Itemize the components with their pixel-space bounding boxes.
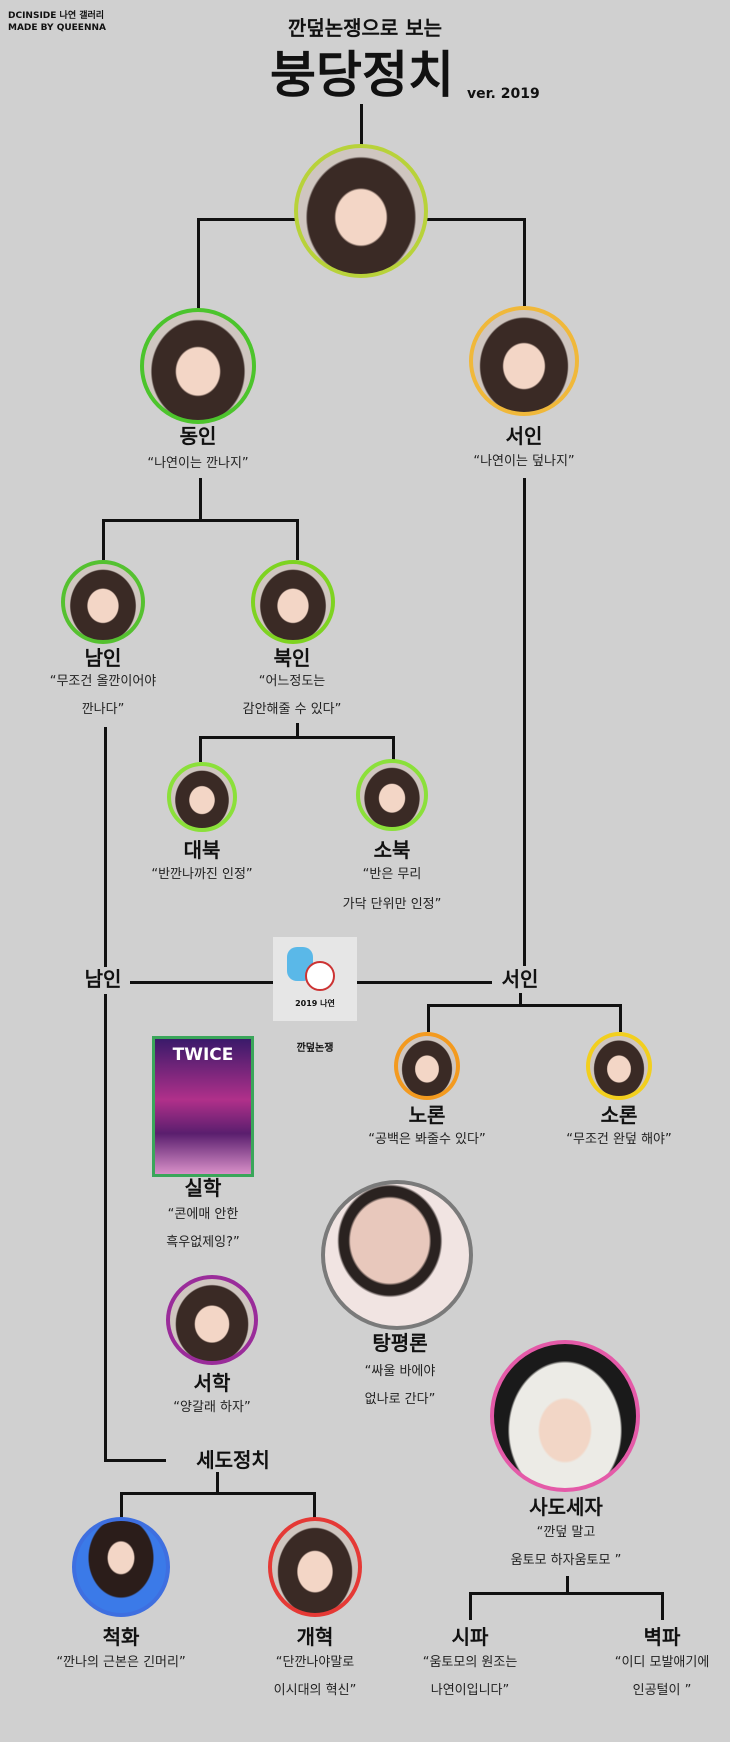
junction-sedo: 세도정치 xyxy=(196,1448,270,1472)
gaehyeok-photo xyxy=(268,1517,362,1617)
byeokpa-quote-1: “이디 모발애기에 xyxy=(614,1655,710,1670)
soron-name: 소론 xyxy=(600,1103,638,1127)
sipa-quote-2: 나연이입니다” xyxy=(430,1683,510,1698)
version-label: ver. 2019 xyxy=(467,86,540,102)
poster-title: TWICE xyxy=(172,1045,234,1065)
tangpyeong-name: 탕평론 xyxy=(372,1331,428,1355)
namin-name: 남인 xyxy=(84,646,122,670)
tangpyeong-quote-2: 없나로 간다” xyxy=(364,1392,436,1407)
twice-lights-poster: TWICE xyxy=(152,1036,254,1177)
daebuk-photo xyxy=(167,762,237,832)
album-caption: 깐덮논쟁 xyxy=(296,1043,334,1054)
dongin-name: 동인 xyxy=(179,424,217,448)
bukin-photo xyxy=(251,560,335,644)
bukin-quote-1: “어느정도는 xyxy=(258,674,326,689)
daebuk-quote: “반깐나까진 인정” xyxy=(151,867,253,882)
junction-seoin: 서인 xyxy=(501,967,539,991)
byeokpa-quote-2: 인공털이 ” xyxy=(632,1683,692,1698)
cheokhwa-name: 척화 xyxy=(102,1625,140,1649)
silhak-quote-2: 흑우없제잉?” xyxy=(166,1235,240,1250)
sado-quote-2: 움토모 하자움토모 ” xyxy=(510,1553,622,1568)
byeokpa-name: 벽파 xyxy=(643,1625,681,1649)
dongin-quote: “나연이는 깐나지” xyxy=(147,456,249,471)
gaehyeok-quote-2: 이시대의 혁신” xyxy=(273,1683,357,1698)
gaehyeok-name: 개혁 xyxy=(296,1625,334,1649)
cheokhwa-quote: “깐나의 근본은 긴머리” xyxy=(56,1655,186,1670)
dongin-photo xyxy=(140,308,256,424)
noron-photo xyxy=(394,1032,460,1100)
seohak-quote: “양갈래 하자” xyxy=(173,1400,251,1415)
seoin-quote: “나연이는 덮나지” xyxy=(473,454,575,469)
sado-quote-1: “깐덮 말고 xyxy=(536,1525,596,1540)
page-title: 붕당정치 xyxy=(270,46,454,104)
sobuk-name: 소북 xyxy=(373,838,411,862)
silhak-quote-1: “콘에매 안한 xyxy=(167,1207,239,1222)
daebuk-name: 대북 xyxy=(183,838,221,862)
tangpyeong-quote-1: “싸울 바에야 xyxy=(364,1364,436,1379)
junction-namin: 남인 xyxy=(84,967,122,991)
noron-name: 노론 xyxy=(408,1103,446,1127)
bukin-quote-2: 감안해줄 수 있다” xyxy=(242,702,342,717)
sobuk-quote-2: 가닥 단위만 인정” xyxy=(342,897,442,912)
album-year: 2019 나연 xyxy=(295,999,335,1008)
seohak-photo xyxy=(166,1275,258,1365)
noron-quote: “공백은 봐줄수 있다” xyxy=(368,1132,486,1147)
page-subtitle: 깐덮논쟁으로 보는 xyxy=(287,16,443,40)
seohak-name: 서학 xyxy=(193,1371,231,1395)
sado-photo xyxy=(490,1340,640,1492)
sipa-quote-1: “움토모의 원조는 xyxy=(422,1655,518,1670)
source-label: DCINSIDE 나연 갤러리 xyxy=(8,11,105,21)
album-cover: 2019 나연 xyxy=(273,937,357,1021)
top-photo xyxy=(294,144,428,278)
namin-photo xyxy=(61,560,145,644)
sado-name: 사도세자 xyxy=(529,1495,603,1519)
seoin-name: 서인 xyxy=(505,424,543,448)
soron-photo xyxy=(586,1032,652,1100)
silhak-name: 실학 xyxy=(184,1176,222,1200)
author-label: MADE BY QUEENNA xyxy=(8,23,106,33)
namin-quote-2: 깐나다” xyxy=(81,702,125,717)
gaehyeok-quote-1: “단깐나야말로 xyxy=(275,1655,355,1670)
tangpyeong-photo xyxy=(321,1180,473,1330)
sipa-name: 시파 xyxy=(451,1625,489,1649)
seoin-photo xyxy=(469,306,579,416)
soron-quote: “무조건 완덮 해야” xyxy=(566,1132,672,1147)
sobuk-photo xyxy=(356,759,428,831)
clock-icon xyxy=(305,961,335,991)
bukin-name: 북인 xyxy=(273,646,311,670)
sobuk-quote-1: “반은 무리 xyxy=(362,867,422,882)
namin-quote-1: “무조건 올깐이어야 xyxy=(49,674,157,689)
cheokhwa-photo xyxy=(72,1517,170,1617)
